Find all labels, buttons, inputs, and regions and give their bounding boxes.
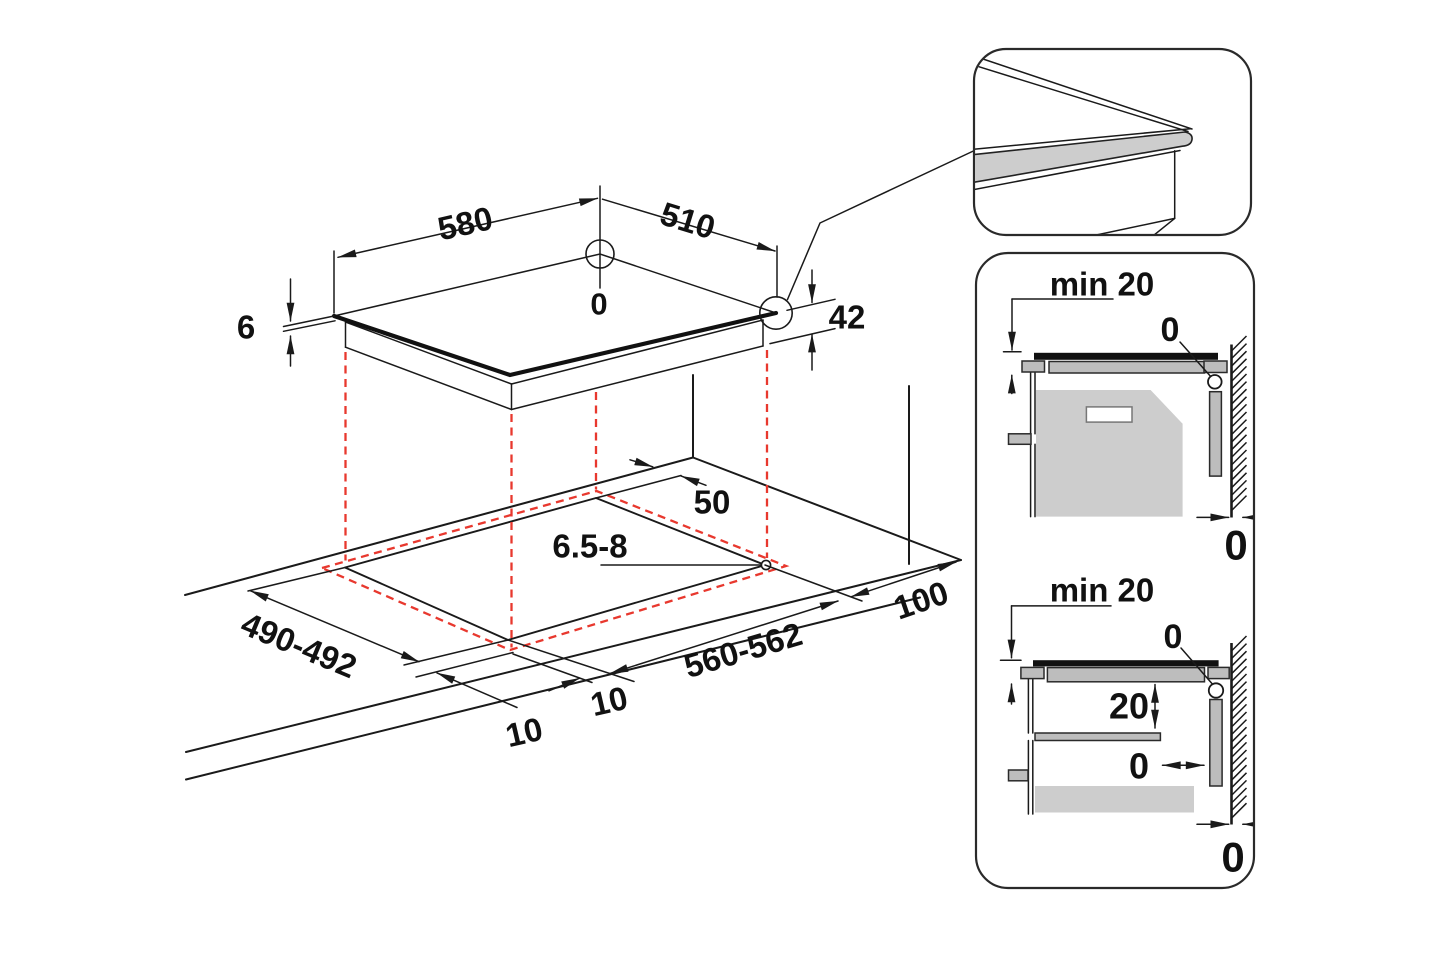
- label-20: 20: [1109, 686, 1149, 727]
- hob-body: [344, 319, 764, 411]
- label-zero-wall-top: 0: [1224, 522, 1247, 569]
- shelf-section: min 20 0 20 0 0: [999, 572, 1253, 881]
- dim-label-510: 510: [656, 195, 719, 246]
- zero-gap-circle: [1207, 374, 1223, 390]
- hob-body-section: [1046, 666, 1206, 683]
- main-isometric-view: 580 510 0 42 6 50: [184, 149, 977, 781]
- dimension-min20-top: min 20: [1002, 266, 1155, 395]
- hob-glass-section: [1033, 660, 1219, 667]
- dim-label-10-left: 10: [502, 710, 546, 754]
- dim-label-580: 580: [434, 199, 496, 247]
- zero-gap-circle: [1207, 682, 1225, 699]
- dimension-glass-thickness-6: 6: [237, 278, 295, 367]
- section-panel: min 20 0 0: [974, 251, 1256, 890]
- cabinet-rail: [1007, 769, 1029, 782]
- worktop-left: [1020, 666, 1045, 680]
- rear-trim-strip: [1208, 390, 1223, 477]
- label-zero-bottom: 0: [1164, 618, 1183, 656]
- dimension-rear-clearance-50: 50: [595, 457, 731, 521]
- label-zero-top: 0: [1161, 311, 1180, 349]
- dimension-side-clearance-100: 100: [850, 561, 957, 626]
- worktop-right: [1207, 666, 1230, 680]
- dim-label-10-right: 10: [587, 679, 631, 723]
- worktop: [184, 374, 962, 781]
- dim-label-6: 6: [237, 309, 255, 346]
- worktop-left: [1021, 360, 1046, 373]
- dimension-cutout-depth: 490-492: [236, 566, 509, 686]
- label-min20-bottom: min 20: [1050, 572, 1155, 609]
- detail-callout-line: [786, 149, 977, 301]
- projection-outline-red: [318, 350, 790, 652]
- dimension-zero-rear-top: 0: [1161, 311, 1223, 390]
- edge-detail-panel: [972, 47, 1253, 237]
- dimension-zero-wall-top: 0: [1196, 513, 1253, 569]
- dimension-body-height-42: 42: [769, 269, 866, 371]
- oven-section: min 20 0 0: [1002, 266, 1253, 569]
- oven-body: [1036, 390, 1183, 517]
- label-zero-wall-bottom: 0: [1221, 834, 1244, 881]
- dimension-shelf-20: 20: [1109, 683, 1159, 729]
- oven-vent: [1085, 406, 1133, 423]
- dim-label-42: 42: [829, 299, 866, 336]
- dimension-overlap-left-10: 10: [415, 651, 546, 754]
- worktop-lip-left: [1007, 433, 1032, 446]
- label-min20-top: min 20: [1050, 266, 1155, 303]
- dimension-shelf-zero: 0: [1129, 746, 1205, 787]
- label-shelf-zero: 0: [1129, 746, 1149, 787]
- wall-hatch: [1230, 635, 1248, 819]
- dim-label-490-492: 490-492: [236, 605, 362, 686]
- hob-body-section: [1048, 360, 1206, 374]
- rear-trim-strip: [1209, 698, 1223, 787]
- glass-edge-face: [975, 131, 1193, 186]
- shelf-board: [1034, 732, 1162, 742]
- hob-glass-section: [1034, 352, 1218, 360]
- corner-detail-circle: [758, 295, 793, 330]
- dim-label-50: 50: [694, 484, 731, 521]
- dimension-overlap-right-10: 10: [512, 653, 631, 723]
- dim-label-0: 0: [590, 287, 607, 322]
- cabinet-base: [1035, 786, 1194, 813]
- dimension-zero-wall-bottom: 0: [1196, 820, 1253, 881]
- dimension-min20-bottom: min 20: [999, 572, 1155, 705]
- wall-hatch: [1230, 335, 1248, 512]
- dim-label-hole: 6.5-8: [552, 528, 627, 565]
- dimension-zero-rear-bottom: 0: [1164, 618, 1225, 699]
- hob-glass-top: [282, 253, 779, 378]
- worktop-right: [1203, 360, 1228, 374]
- dimension-hole-diameter: 6.5-8: [552, 528, 772, 571]
